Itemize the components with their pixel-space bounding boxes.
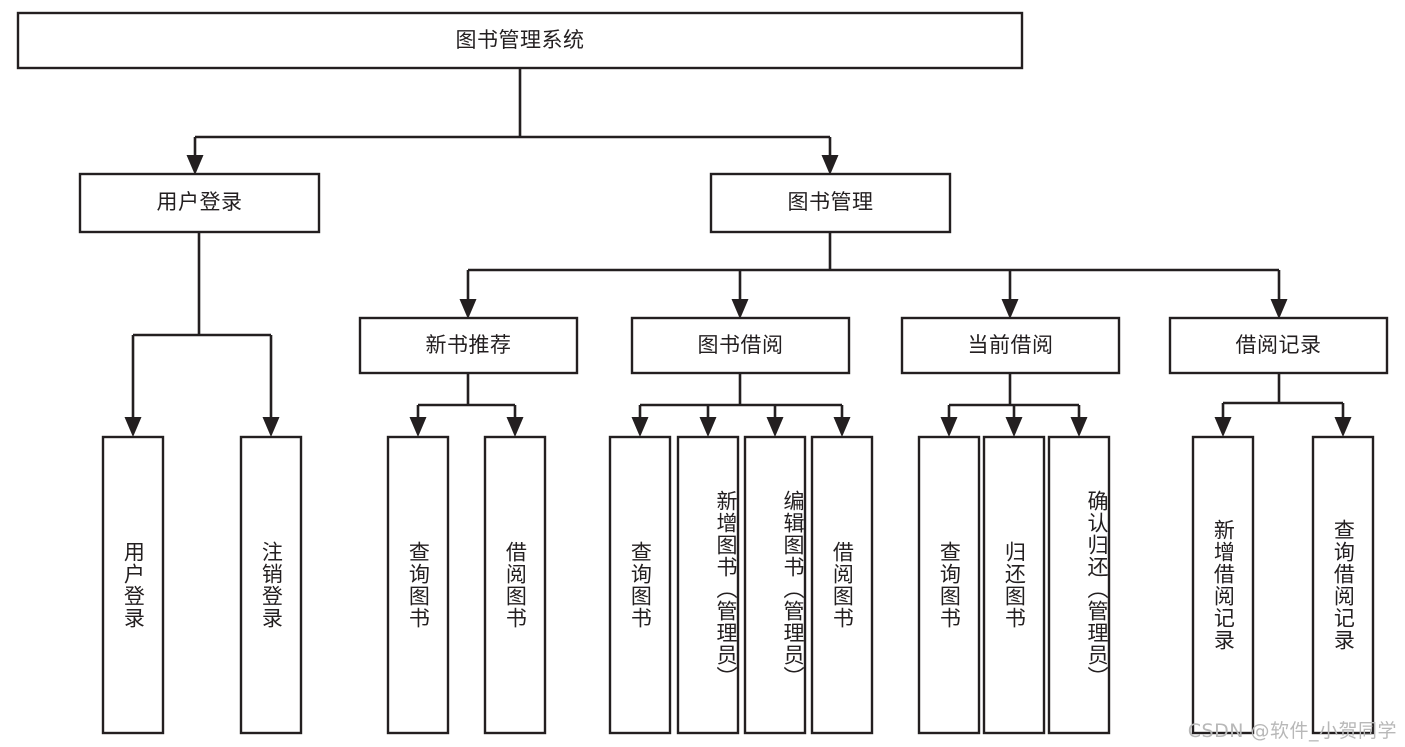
connector-layer: [124, 68, 1352, 437]
arrow-head-leaf-return-book: [1005, 417, 1023, 437]
arrow-head-leaf-query-record: [1334, 417, 1352, 437]
arrow-head-leaf-query-book-3: [940, 417, 958, 437]
arrow-head-leaf-edit-book: [766, 417, 784, 437]
node-box-borrow-record[interactable]: [1168, 316, 1389, 375]
node-box-root[interactable]: [16, 11, 1024, 70]
node-box-book-borrow[interactable]: [630, 316, 851, 375]
arrow-head-leaf-add-record: [1214, 417, 1232, 437]
node-box-leaf-query-book-1[interactable]: [386, 435, 450, 735]
arrow-head-leaf-confirm-return: [1070, 417, 1088, 437]
arrow-head-leaf-borrow-book-2: [833, 417, 851, 437]
node-box-leaf-user-login[interactable]: [101, 435, 165, 735]
node-box-leaf-confirm-return[interactable]: [1047, 435, 1111, 735]
node-box-layer: [16, 11, 1389, 735]
arrow-head-borrow-record: [1270, 299, 1288, 319]
arrow-head-book-manage: [821, 155, 839, 175]
arrow-head-leaf-user-logout: [262, 417, 280, 437]
node-box-leaf-return-book[interactable]: [982, 435, 1046, 735]
node-box-leaf-user-logout[interactable]: [239, 435, 303, 735]
arrow-head-new-book-rec: [459, 299, 477, 319]
arrow-head-user-login: [186, 155, 204, 175]
arrow-head-leaf-user-login: [124, 417, 142, 437]
arrow-head-current-borrow: [1001, 299, 1019, 319]
node-box-user-login[interactable]: [78, 172, 321, 234]
arrow-head-leaf-query-book-1: [409, 417, 427, 437]
arrow-head-leaf-add-book: [699, 417, 717, 437]
node-box-leaf-add-book[interactable]: [676, 435, 740, 735]
node-box-new-book-rec[interactable]: [358, 316, 579, 375]
node-box-current-borrow[interactable]: [900, 316, 1121, 375]
arrow-head-leaf-query-book-2: [631, 417, 649, 437]
node-box-leaf-edit-book[interactable]: [743, 435, 807, 735]
node-box-leaf-query-book-3[interactable]: [917, 435, 981, 735]
arrow-head-leaf-borrow-book-1: [506, 417, 524, 437]
node-box-leaf-borrow-book-1[interactable]: [483, 435, 547, 735]
node-box-leaf-query-record[interactable]: [1311, 435, 1375, 735]
node-box-leaf-borrow-book-2[interactable]: [810, 435, 874, 735]
node-box-leaf-add-record[interactable]: [1191, 435, 1255, 735]
arrow-head-book-borrow: [731, 299, 749, 319]
node-box-leaf-query-book-2[interactable]: [608, 435, 672, 735]
node-box-book-manage[interactable]: [709, 172, 952, 234]
